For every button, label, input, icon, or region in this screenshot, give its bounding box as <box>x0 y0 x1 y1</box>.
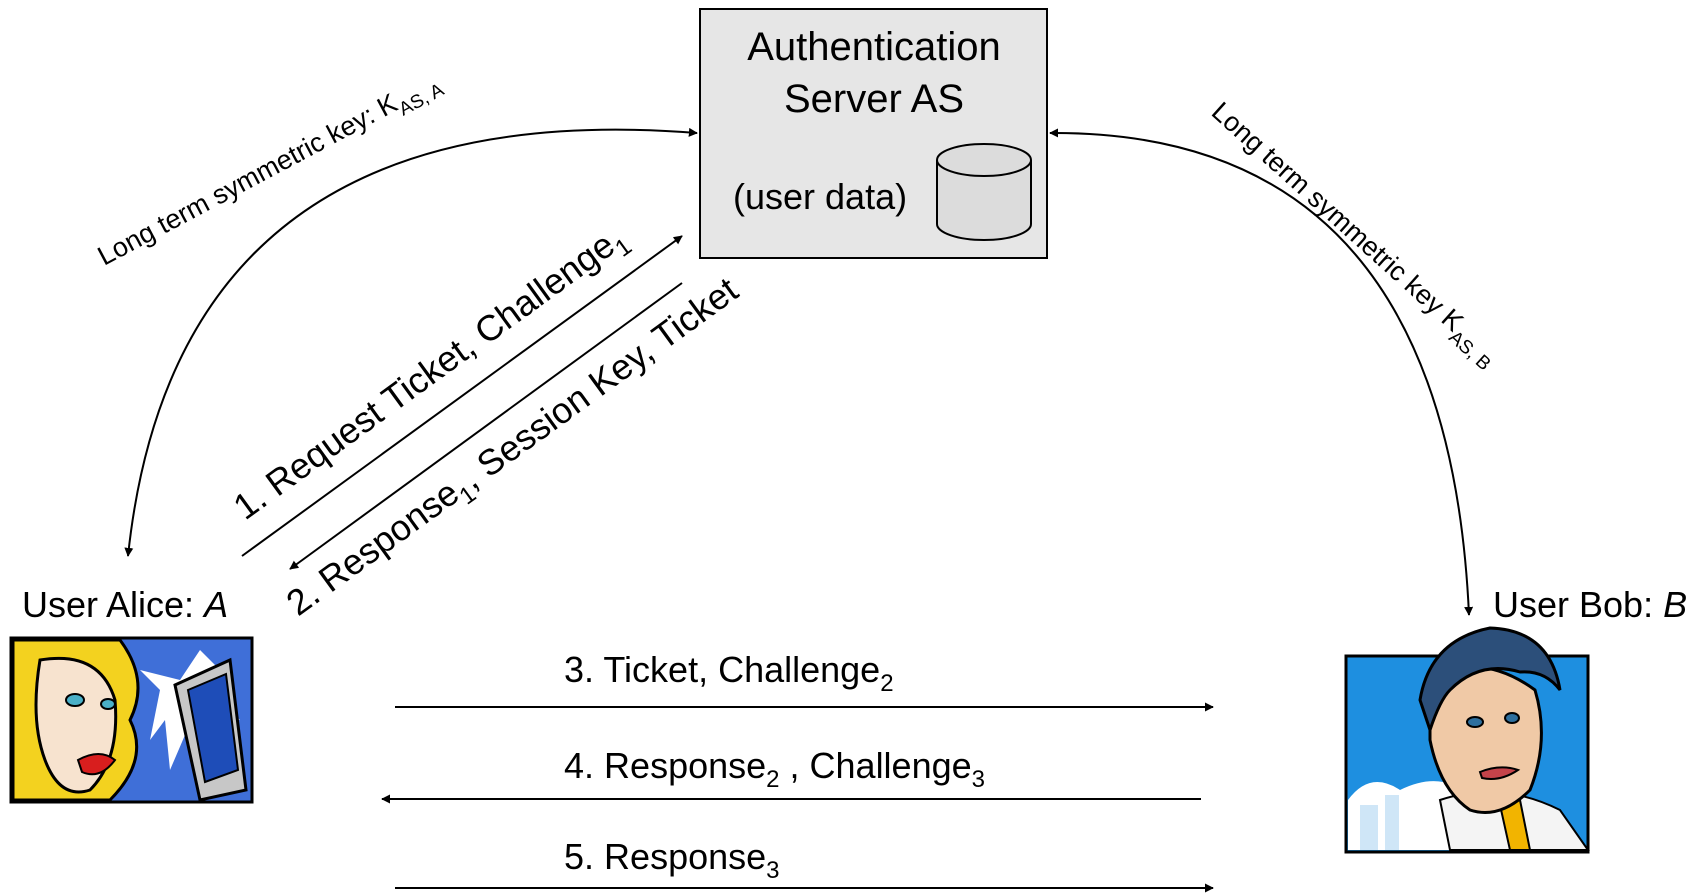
authentication-server: Authentication Server AS (user data) <box>699 8 1048 259</box>
bob-key-curve <box>1049 128 1474 616</box>
database-icon <box>936 143 1032 241</box>
server-title-line1: Authentication <box>747 25 1001 69</box>
message-5-label: 5. Response3 <box>564 836 780 884</box>
alice-label: User Alice: A <box>22 584 228 625</box>
message-4-label: 4. Response2 , Challenge3 <box>564 745 985 793</box>
bob-label: User Bob: B <box>1493 584 1687 625</box>
message-2-arrow <box>289 282 683 570</box>
alice-key-label: Long term symmetric key: KAS, A <box>93 65 448 277</box>
server-title-line2: Server AS <box>784 77 964 121</box>
bob-avatar-illustration <box>1344 626 1590 854</box>
alice-key-curve <box>124 127 698 557</box>
user-data-label: (user data) <box>733 176 907 217</box>
message-1-arrow <box>241 235 683 557</box>
alice-avatar-illustration <box>9 636 254 804</box>
message-3-label: 3. Ticket, Challenge2 <box>564 649 894 697</box>
bob-key-label: Long term symmetric key KAS, B <box>1201 96 1505 375</box>
